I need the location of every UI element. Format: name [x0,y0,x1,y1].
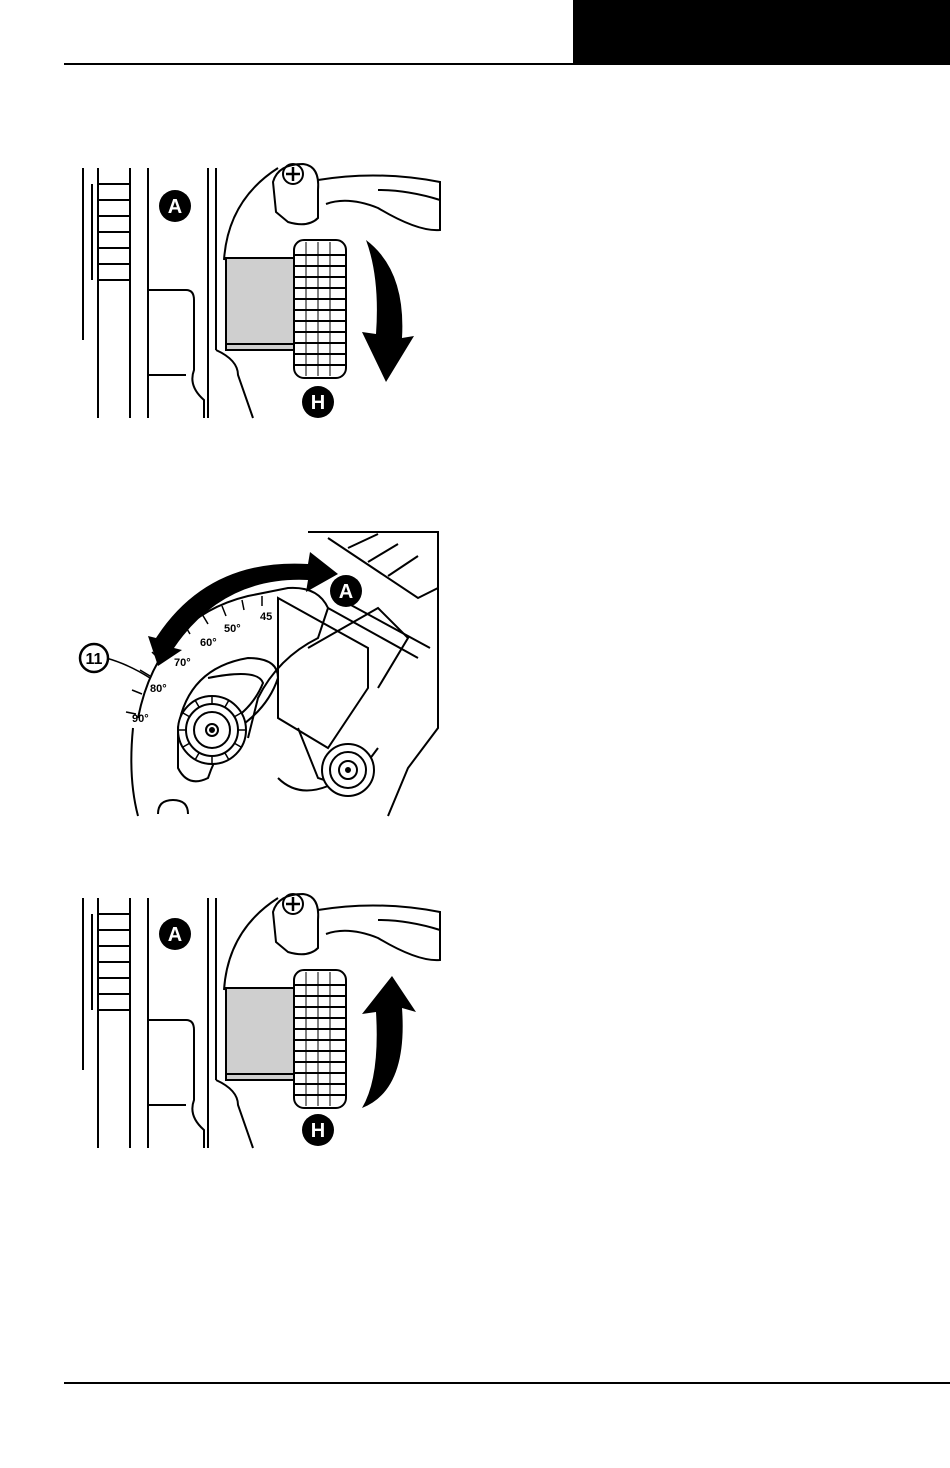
callout-a: A [159,190,191,222]
svg-text:A: A [339,581,353,603]
callout-a: A [159,918,191,950]
svg-text:H: H [311,1120,325,1142]
scale-label-80: 80° [150,683,167,695]
header-black-tab [573,0,950,65]
scale-label-45: 45 [260,611,272,623]
footer-rule [64,1382,950,1384]
scale-label-70: 70° [174,657,191,669]
svg-text:A: A [168,196,182,218]
arrow-rotate-icon [148,552,338,666]
figure-bevel-scale-drawing: 90° 80° 70° 60° 50° 45 11 A [78,528,448,820]
scale-label-60: 60° [200,637,217,649]
figure-knob-loosen: A H [78,160,448,422]
svg-text:11: 11 [86,651,103,668]
figure-knob-loosen-drawing: A H [78,160,448,422]
callout-h: H [302,386,334,418]
figure-knob-tighten-drawing: A H [78,890,448,1152]
header-rule [64,63,950,65]
figure-knob-tighten: A H [78,890,448,1152]
svg-text:H: H [311,392,325,414]
arrow-down-icon [362,240,414,382]
callout-h: H [302,1114,334,1146]
arrow-up-icon [362,976,416,1108]
callout-a: A [330,575,362,607]
scale-label-90: 90° [132,713,149,725]
scale-label-50: 50° [224,623,241,635]
callout-11: 11 [80,644,108,672]
figure-bevel-scale: 90° 80° 70° 60° 50° 45 11 A [78,528,448,820]
svg-text:A: A [168,924,182,946]
